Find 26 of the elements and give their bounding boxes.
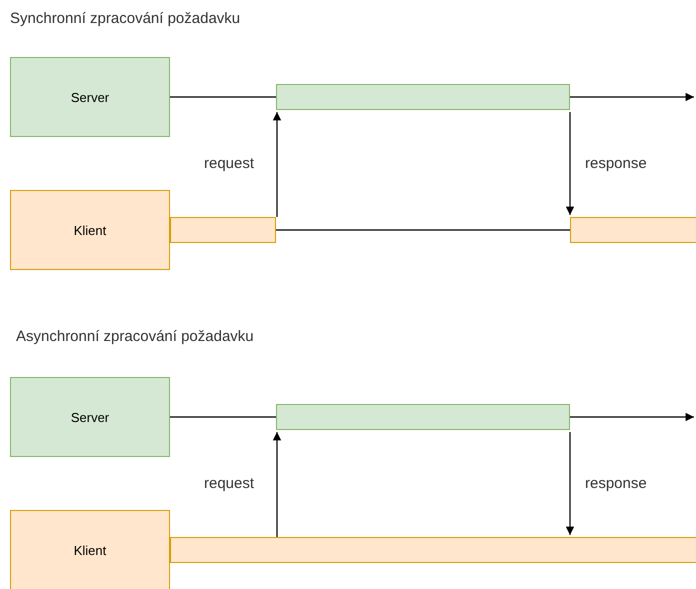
processing-bar	[276, 84, 570, 110]
arrow	[566, 432, 574, 535]
section-title: Asynchronní zpracování požadavku	[16, 328, 254, 345]
client-activity-bar	[570, 217, 696, 243]
client-box	[10, 190, 170, 270]
line	[170, 96, 276, 98]
client-box	[10, 510, 170, 589]
arrow	[570, 412, 694, 422]
arrow	[566, 112, 574, 215]
server-box	[10, 57, 170, 137]
client-activity-bar	[170, 217, 276, 243]
edge-label: request	[204, 155, 254, 172]
client-activity-bar	[170, 537, 696, 563]
arrow	[272, 112, 282, 217]
node-label: Klient	[74, 542, 106, 558]
edge-label: request	[204, 475, 254, 492]
node-label: Server	[70, 410, 110, 424]
server-box	[10, 377, 170, 457]
processing-bar	[276, 404, 570, 430]
node-label: Server	[70, 90, 110, 104]
arrow	[570, 92, 694, 102]
node-label: Klient	[74, 222, 106, 238]
line	[170, 416, 276, 418]
arrow	[272, 432, 282, 537]
section-title: Synchronní zpracování požadavku	[10, 10, 240, 27]
line	[276, 229, 570, 231]
